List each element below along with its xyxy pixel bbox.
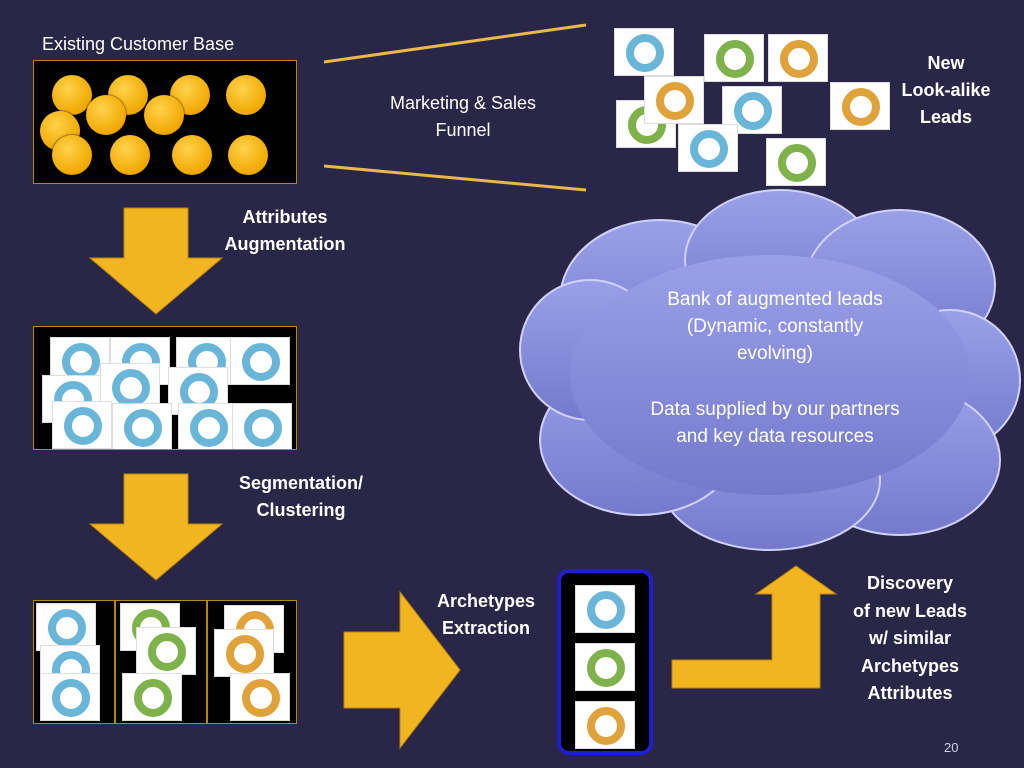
attributes-augmentation-label: Attributes Augmentation	[224, 207, 346, 254]
down-arrow-augmentation	[88, 207, 224, 315]
funnel-label: Marketing & Sales Funnel	[389, 93, 537, 140]
archetype-tile-orange	[575, 701, 635, 749]
customer-dot	[226, 75, 266, 115]
archetypes-box	[557, 569, 653, 755]
cloud-data-source: Data supplied by our partners and key da…	[650, 399, 900, 447]
augmented-tile	[230, 337, 290, 385]
customer-dot	[228, 135, 268, 175]
new-leads-label: New Look-alike Leads	[901, 53, 991, 127]
segmentation-label: Segmentation/ Clustering	[238, 473, 363, 520]
cluster-divider	[114, 601, 116, 723]
lead-tile-green	[766, 138, 826, 186]
augmented-tile	[232, 403, 292, 449]
customer-dot	[172, 135, 212, 175]
augmented-customers-box	[33, 326, 297, 450]
lead-bank-cloud	[519, 189, 1021, 551]
cluster-tile-green	[136, 627, 196, 675]
right-arrow-archetypes	[343, 590, 461, 750]
cluster-divider	[206, 601, 208, 723]
cluster-tile-orange	[230, 673, 290, 721]
customer-dot	[52, 135, 92, 175]
page-number: 20	[944, 740, 959, 755]
lead-tile-blue	[678, 124, 738, 172]
bent-arrow-discovery	[671, 565, 838, 689]
discovery-label: Discovery of new Leads w/ similar Archet…	[852, 573, 968, 703]
cluster-tile-blue	[40, 673, 100, 721]
augmented-tile	[52, 401, 112, 449]
customer-dot	[110, 135, 150, 175]
cloud-description: Bank of augmented leads (Dynamic, consta…	[667, 289, 883, 364]
cluster-tile-green	[122, 673, 182, 721]
lead-tile-green	[704, 34, 764, 82]
customer-base-label: Existing Customer Base	[42, 34, 235, 54]
lead-tile-blue	[614, 28, 674, 76]
archetype-tile-blue	[575, 585, 635, 633]
segmented-clusters-box	[33, 600, 297, 724]
down-arrow-segmentation	[88, 473, 224, 581]
augmented-tile	[112, 403, 172, 449]
archetype-tile-green	[575, 643, 635, 691]
archetypes-label: Archetypes Extraction	[436, 591, 536, 638]
customer-dot	[52, 75, 92, 115]
lead-tile-orange	[768, 34, 828, 82]
augmented-tile	[178, 403, 238, 449]
cluster-tile-blue	[36, 603, 96, 651]
lead-tile-orange	[644, 76, 704, 124]
lead-tile-orange	[830, 82, 890, 130]
cluster-tile-orange	[214, 629, 274, 677]
customer-dot	[144, 95, 184, 135]
customer-dot	[86, 95, 126, 135]
customer-base-box	[33, 60, 297, 184]
